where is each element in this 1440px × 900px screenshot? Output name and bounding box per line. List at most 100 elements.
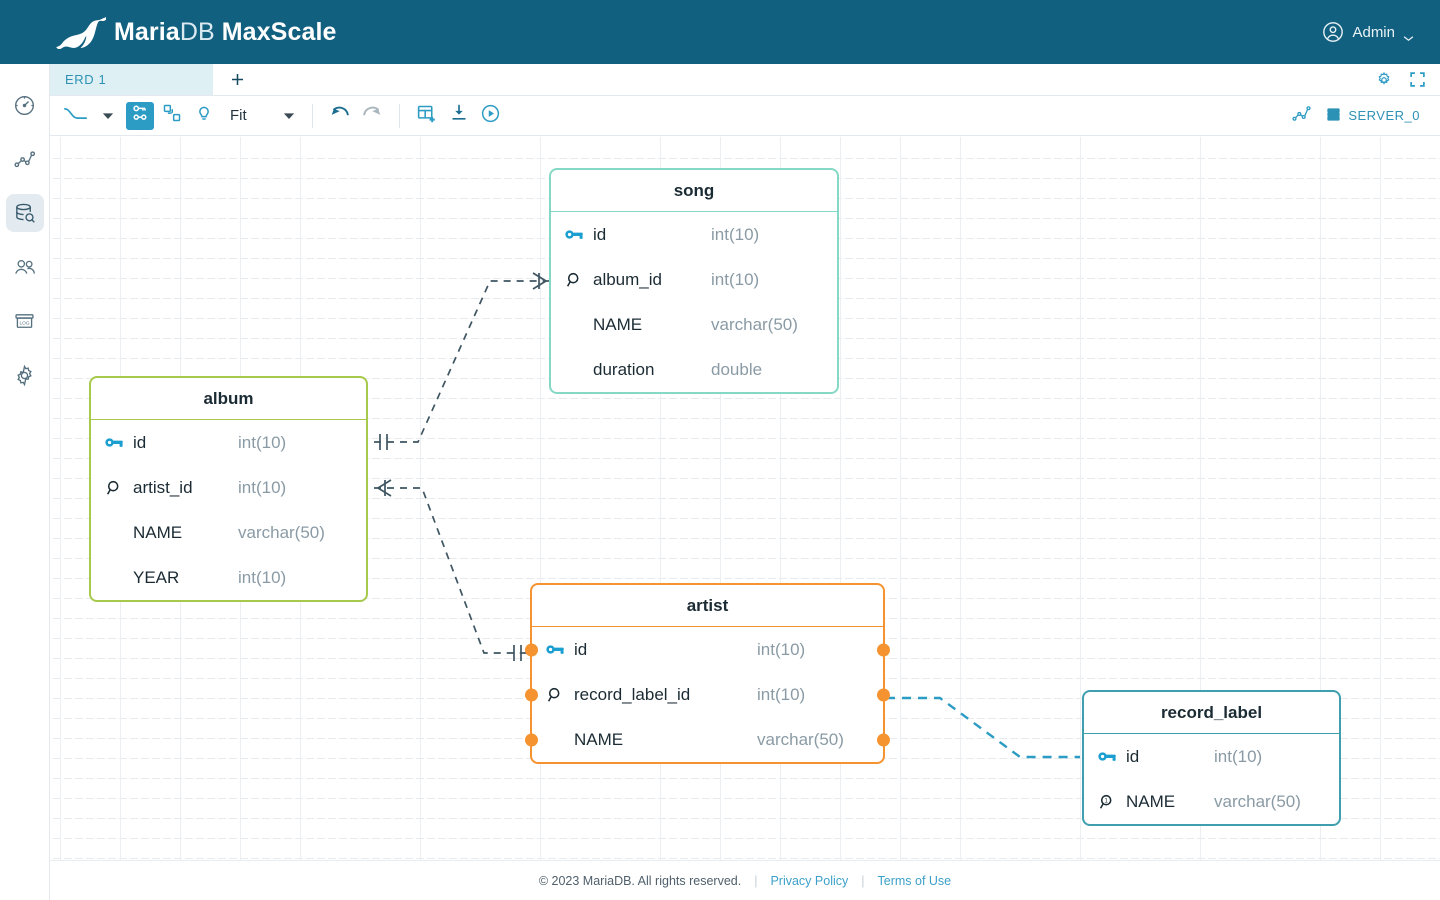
- plus-icon: [229, 71, 246, 88]
- table-row[interactable]: record_label_id int(10): [525, 672, 890, 717]
- column-name: NAME: [1126, 791, 1176, 811]
- column-name: id: [133, 432, 147, 452]
- toolbar-divider-2: [398, 103, 400, 128]
- table-row[interactable]: artist_id int(10): [91, 465, 366, 510]
- unique-index-icon: 1: [1098, 793, 1126, 811]
- relation-artist-record-label[interactable]: [886, 696, 1080, 759]
- toolbar-divider: [311, 103, 313, 128]
- brand-maria: Maria: [114, 17, 180, 46]
- redo-button[interactable]: [358, 102, 386, 130]
- connection-handle-right[interactable]: [877, 733, 890, 746]
- fullscreen-expand-icon[interactable]: [1409, 71, 1426, 88]
- sidebar-item-users[interactable]: [6, 248, 44, 286]
- column-type: varchar(50): [238, 522, 325, 542]
- table-row[interactable]: id int(10): [91, 420, 366, 465]
- server-label: SERVER_0: [1348, 108, 1420, 123]
- erd-table-album[interactable]: album id int(10) artist_id int(10) NAME …: [89, 376, 368, 602]
- table-row[interactable]: duration double: [551, 347, 837, 392]
- column-name: artist_id: [133, 477, 193, 497]
- play-circle-icon: [480, 103, 501, 129]
- connection-handle-left[interactable]: [525, 643, 538, 656]
- table-row[interactable]: id int(10): [1084, 734, 1339, 779]
- nav-rail: LOG: [0, 64, 50, 900]
- zoom-select[interactable]: Fit: [220, 107, 301, 124]
- tab-erd-1[interactable]: ERD 1: [50, 64, 213, 95]
- erd-canvas[interactable]: song id int(10) album_id int(10) NAME va…: [50, 137, 1440, 860]
- column-type: varchar(50): [1214, 791, 1301, 811]
- user-label: Admin: [1352, 23, 1395, 41]
- undo-arrow-icon: [329, 104, 351, 128]
- relation-album-song[interactable]: [374, 272, 550, 450]
- undo-button[interactable]: [326, 102, 354, 130]
- table-row[interactable]: YEAR int(10): [91, 555, 366, 600]
- column-name: YEAR: [133, 567, 180, 587]
- users-icon: [13, 256, 37, 279]
- primary-key-icon: [565, 227, 593, 242]
- column-type: int(10): [757, 684, 806, 704]
- table-row[interactable]: NAME varchar(50): [551, 302, 837, 347]
- add-table-button[interactable]: [413, 102, 441, 130]
- connection-handle-right[interactable]: [877, 688, 890, 701]
- cardinality-button[interactable]: [158, 102, 186, 130]
- column-name: NAME: [593, 314, 643, 334]
- run-button[interactable]: [477, 102, 505, 130]
- table-title-song: song: [551, 170, 837, 212]
- column-type: varchar(50): [757, 729, 844, 749]
- footer-divider-2: |: [861, 873, 865, 888]
- erd-table-artist[interactable]: artist id int(10) record_label_id int(10…: [525, 583, 890, 764]
- connection-handle-left[interactable]: [525, 733, 538, 746]
- curved-link-icon: [63, 105, 89, 127]
- column-type: varchar(50): [711, 314, 798, 334]
- toggle-keys-button[interactable]: [126, 101, 154, 130]
- column-name: id: [1126, 746, 1140, 766]
- erd-table-record-label[interactable]: record_label id int(10) 1 NAME varchar(5…: [1082, 690, 1341, 826]
- add-tab-button[interactable]: [213, 64, 261, 95]
- terms-of-use-link[interactable]: Terms of Use: [877, 873, 952, 888]
- index-key-icon: [105, 479, 133, 497]
- key-link-icon: [130, 103, 150, 128]
- line-chart-icon: [13, 148, 36, 171]
- column-name: album_id: [593, 269, 662, 289]
- table-row[interactable]: id int(10): [551, 212, 837, 257]
- hint-button[interactable]: [190, 102, 218, 130]
- chart-icon[interactable]: [1291, 103, 1312, 129]
- column-type: int(10): [238, 432, 287, 452]
- export-button[interactable]: [445, 102, 473, 130]
- index-key-icon: [565, 271, 593, 289]
- database-search-icon: [13, 202, 36, 225]
- server-chip[interactable]: SERVER_0: [1326, 107, 1420, 125]
- sidebar-item-settings[interactable]: [6, 356, 44, 394]
- table-row[interactable]: 1 NAME varchar(50): [1084, 779, 1339, 824]
- column-type: int(10): [711, 224, 760, 244]
- table-row[interactable]: NAME varchar(50): [525, 717, 890, 762]
- connection-handle-left[interactable]: [525, 688, 538, 701]
- gear-icon: [13, 364, 36, 387]
- erd-toolbar: Fit: [50, 96, 1440, 136]
- column-type: int(10): [238, 477, 287, 497]
- gauge-icon: [13, 94, 36, 117]
- sidebar-item-query-editor[interactable]: [5, 194, 44, 232]
- column-name: id: [574, 639, 588, 659]
- erd-table-song[interactable]: song id int(10) album_id int(10) NAME va…: [549, 168, 839, 394]
- column-name: duration: [593, 359, 655, 379]
- brand-db: DB: [179, 17, 215, 46]
- privacy-policy-link[interactable]: Privacy Policy: [770, 873, 849, 888]
- link-shape-dropdown[interactable]: [94, 102, 122, 130]
- table-row[interactable]: album_id int(10): [551, 257, 837, 302]
- tab-label: ERD 1: [65, 72, 107, 87]
- connection-handle-right[interactable]: [877, 643, 890, 656]
- relation-album-artist[interactable]: [374, 479, 530, 661]
- table-row[interactable]: NAME varchar(50): [91, 510, 366, 555]
- sidebar-item-dashboard[interactable]: [6, 86, 44, 124]
- sidebar-item-visualization[interactable]: [6, 140, 44, 178]
- sidebar-item-logs[interactable]: LOG: [6, 302, 44, 340]
- settings-gear-icon[interactable]: [1375, 71, 1393, 89]
- svg-text:1: 1: [1104, 797, 1108, 804]
- column-type: int(10): [238, 567, 287, 587]
- column-type: int(10): [711, 269, 760, 289]
- link-shape-button[interactable]: [62, 102, 90, 130]
- table-row[interactable]: id int(10): [525, 627, 890, 672]
- footer-divider: |: [754, 873, 758, 888]
- column-name: NAME: [574, 729, 624, 749]
- user-menu[interactable]: Admin: [1322, 0, 1414, 64]
